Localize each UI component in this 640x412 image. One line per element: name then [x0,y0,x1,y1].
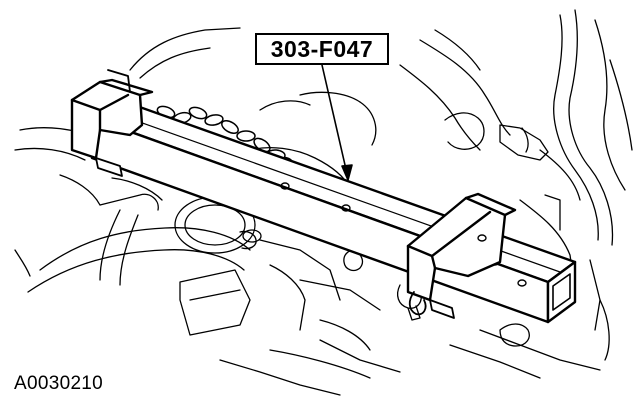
figure-id-label: A0030210 [14,373,104,394]
tool-number-label: 303-F047 [270,35,374,62]
callout-leader-line [321,64,353,181]
right-end-bracket [406,192,517,319]
tool-number-callout: 303-F047 [255,33,389,65]
engine-bay-background [14,9,633,396]
support-bar-tool [90,98,577,324]
left-end-bracket [70,69,154,177]
